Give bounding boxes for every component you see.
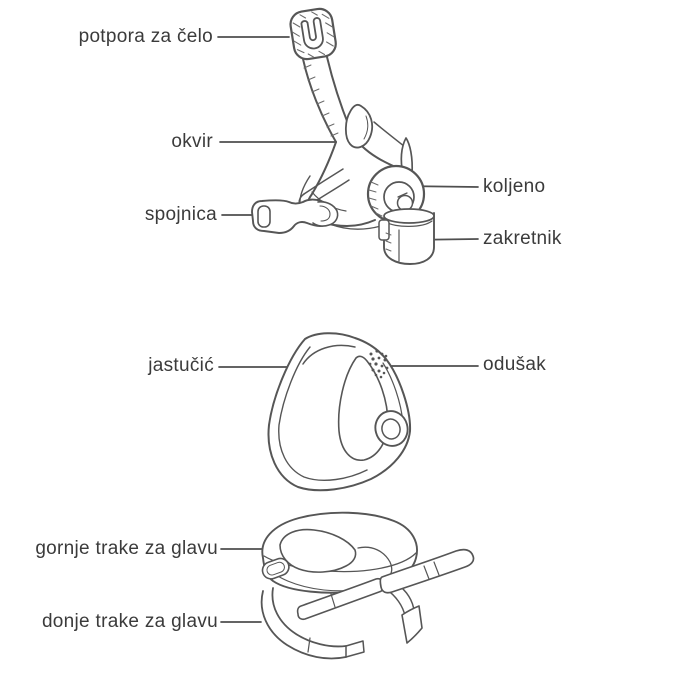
label-forehead-support: potpora za čelo (78, 26, 213, 47)
upper-straps-drawing (296, 548, 475, 621)
label-frame: okvir (171, 131, 213, 152)
clip-drawing (251, 198, 339, 234)
label-swivel: zakretnik (483, 228, 562, 249)
label-vent: odušak (483, 354, 547, 375)
elbow-drawing (366, 137, 426, 224)
label-elbow: koljeno (483, 176, 546, 197)
label-clip: spojnica (144, 204, 217, 225)
vent-dots-drawing (368, 349, 389, 379)
label-upper-headgear-straps: gornje trake za glavu (35, 538, 218, 559)
cushion-drawing (267, 332, 412, 492)
headgear-crown-drawing (261, 511, 418, 594)
forehead-support-drawing (289, 7, 337, 61)
label-lower-headgear-straps: donje trake za glavu (41, 611, 218, 632)
port-drawing (374, 410, 409, 447)
label-cushion: jastučić (148, 355, 214, 376)
swivel-drawing (378, 208, 435, 265)
headgear-drawing (260, 511, 475, 660)
mask-frame-assembly-drawing (251, 7, 435, 265)
